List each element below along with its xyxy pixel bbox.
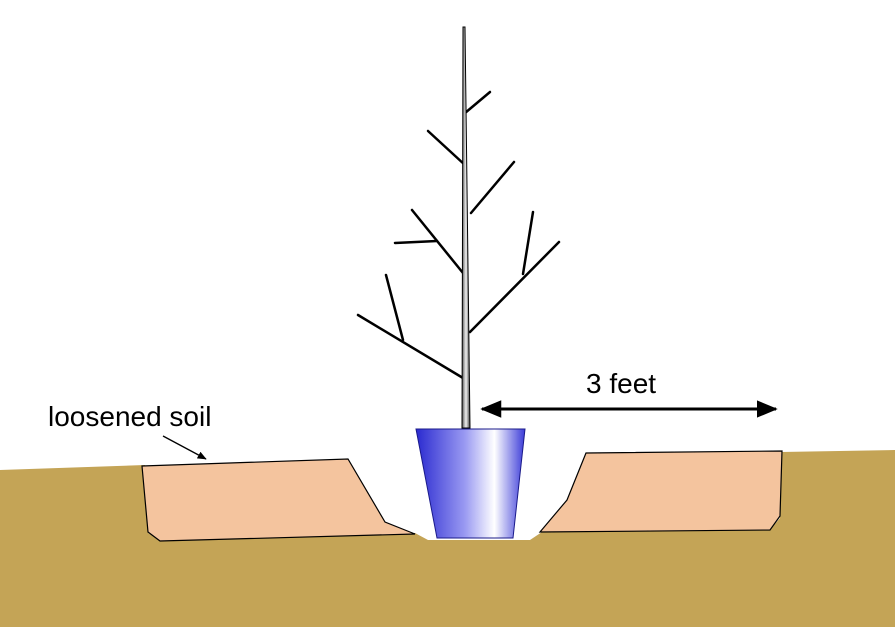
loosened-soil-left	[141, 458, 416, 542]
bare-root-tree-icon	[356, 26, 561, 429]
soil-pointer-arrow	[162, 435, 207, 460]
distance-label: 3 feet	[586, 368, 656, 399]
loosened-soil-right	[538, 450, 783, 533]
ground	[0, 450, 895, 627]
container-pot-icon	[415, 428, 526, 539]
loosened-soil-label: loosened soil	[48, 401, 211, 432]
